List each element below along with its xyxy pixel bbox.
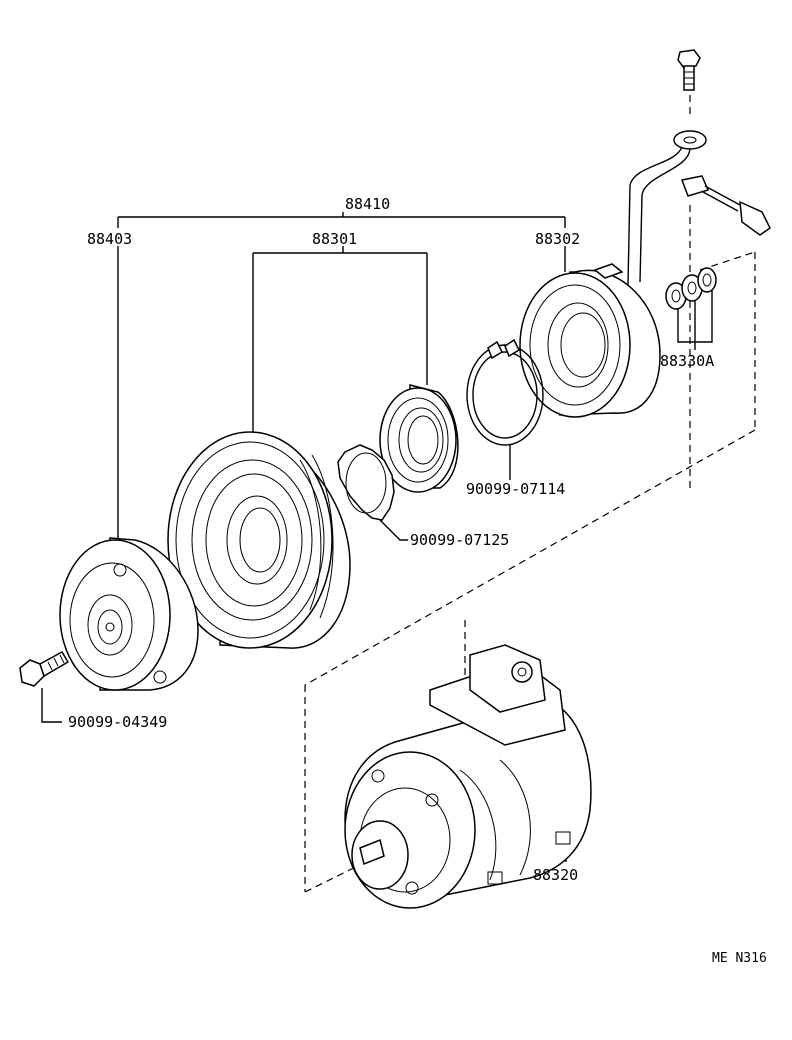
bearing — [379, 384, 459, 493]
bolt-side — [19, 650, 70, 687]
snap-ring-large — [466, 338, 544, 446]
snap-ring-small — [337, 444, 395, 521]
bolt-top — [677, 49, 701, 91]
pressure-plate — [59, 537, 199, 691]
label-snap-ring-large: 90099-07114 — [466, 480, 565, 498]
label-pulley: 88301 — [312, 230, 357, 248]
part-labels: 88410 88403 88301 88302 88330A 90099-071… — [68, 195, 767, 966]
label-snap-ring-small: 90099-07125 — [410, 531, 509, 549]
label-compressor: 88320 — [533, 866, 578, 884]
label-bolt: 90099-04349 — [68, 713, 167, 731]
label-shim-set: 88330A — [660, 352, 714, 370]
assembly-dashed-lines — [304, 95, 756, 893]
leader-lines — [41, 212, 713, 862]
diagram-code: ME N316 — [712, 951, 767, 966]
pulley — [167, 431, 351, 649]
label-pressure-plate: 88403 — [87, 230, 132, 248]
stator-coil — [519, 263, 661, 418]
label-stator-coil: 88302 — [535, 230, 580, 248]
label-assembly: 88410 — [345, 195, 390, 213]
shim-set — [665, 267, 717, 310]
compressor — [344, 644, 592, 909]
wire-harness — [627, 130, 771, 286]
